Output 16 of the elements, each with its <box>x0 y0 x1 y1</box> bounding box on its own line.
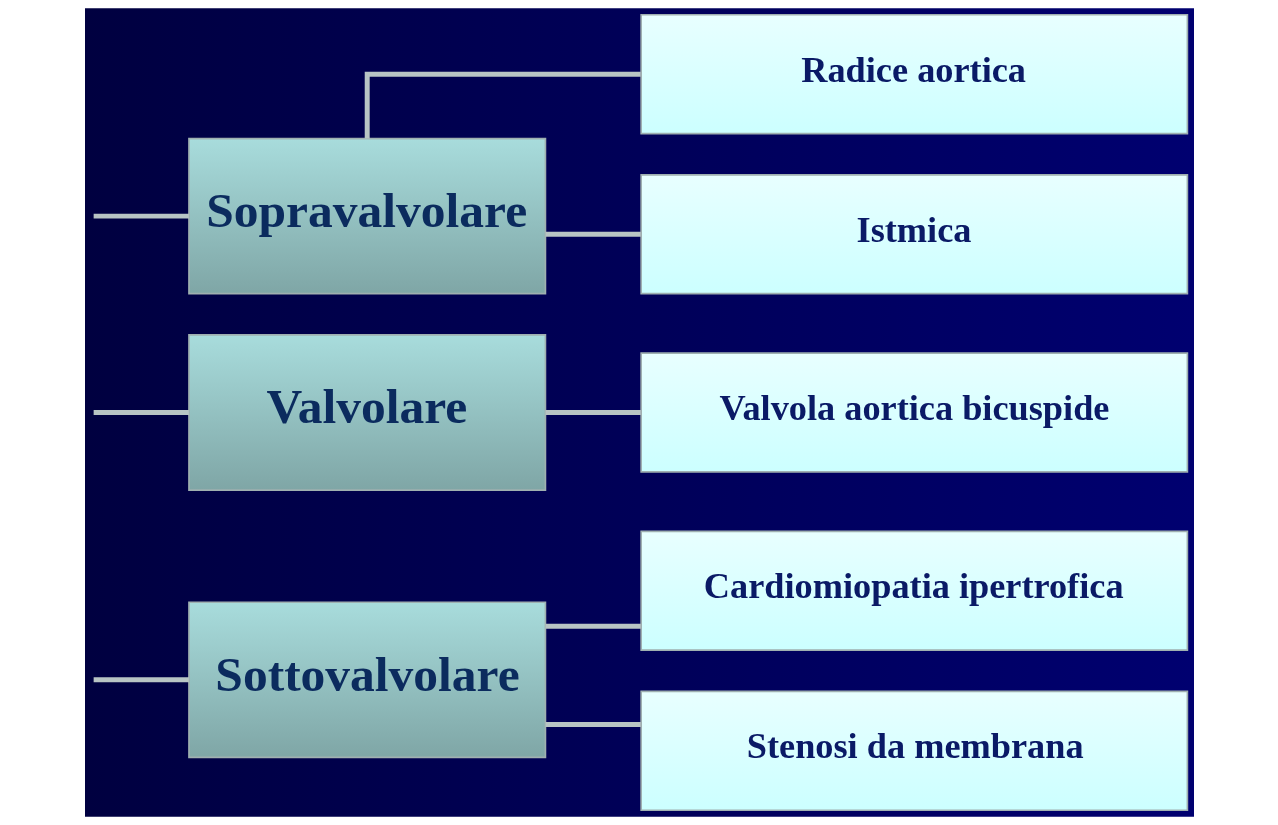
connector <box>93 213 189 219</box>
node-box: Istmica <box>639 174 1188 295</box>
connector <box>93 410 189 415</box>
connector <box>93 677 189 683</box>
node-box: Valvola aortica bicuspide <box>639 352 1188 473</box>
connector <box>545 623 641 629</box>
node-box: Sottovalvolare <box>187 601 546 759</box>
node-box: Cardiomiopatia ipertrofica <box>639 530 1188 651</box>
node-box: Sopravalvolare <box>187 137 546 295</box>
connector <box>545 231 641 237</box>
node-box: Stenosi da membrana <box>639 690 1188 812</box>
node-box: Radice aortica <box>639 13 1188 135</box>
node-box: Valvolare <box>187 334 546 491</box>
connector <box>364 71 641 139</box>
connector <box>545 721 641 727</box>
connector <box>545 410 641 415</box>
